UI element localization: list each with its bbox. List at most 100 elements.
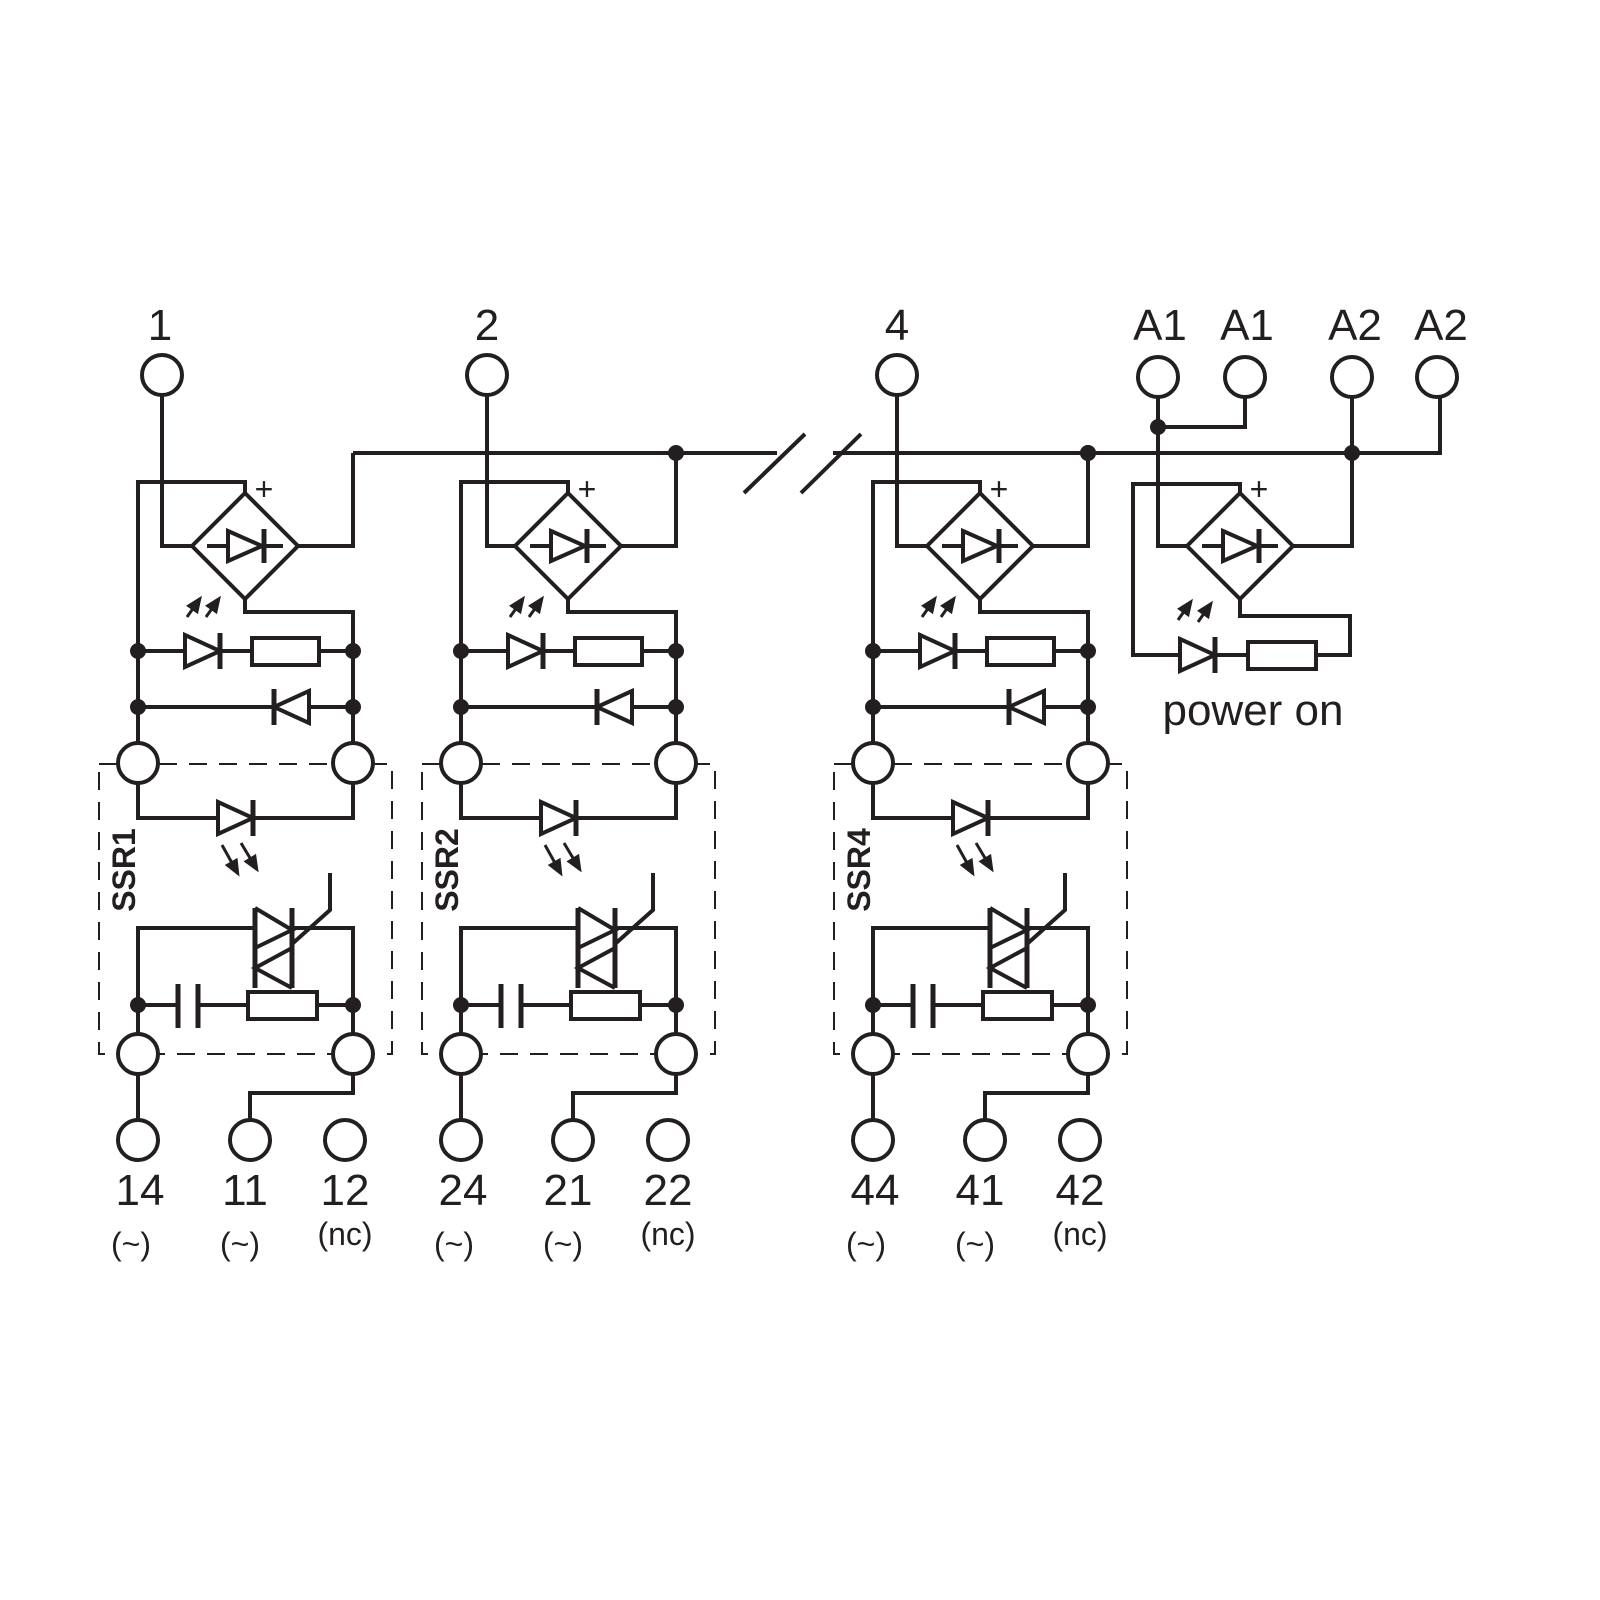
led-icon (918, 631, 960, 671)
terminal-label-44: 44 (851, 1166, 900, 1215)
resistor-icon (1246, 640, 1318, 671)
junction-dot (668, 643, 684, 659)
arrow-head-icon (243, 853, 259, 873)
arrow-head-icon (978, 853, 994, 873)
wire (621, 453, 678, 548)
terminal-label-21: 21 (544, 1166, 593, 1215)
junction-dot (345, 699, 361, 715)
terminal-icon (1330, 355, 1374, 399)
junction-dot (865, 699, 881, 715)
junction-dot (345, 643, 361, 659)
triac-icon (985, 946, 1028, 990)
terminal-label-11: 11 (222, 1166, 268, 1215)
wire (485, 395, 515, 548)
junction-dot (1344, 445, 1360, 461)
terminal-label-a1: A1 (1133, 301, 1187, 350)
ssr-boundary (421, 763, 716, 1055)
junction-dot (453, 699, 469, 715)
ssr1-label: SSR1 (106, 828, 142, 912)
wire (566, 599, 678, 743)
triac-icon (988, 906, 1032, 950)
terminal-sub-14: (~) (111, 1226, 151, 1262)
terminal-label-a2-2: A2 (1414, 301, 1468, 350)
terminal-icon (1136, 355, 1180, 399)
junction-dot (130, 699, 146, 715)
arrow-head-icon (566, 853, 582, 873)
junction-dot (1080, 445, 1096, 461)
wire (978, 599, 1090, 743)
terminal-icon (1415, 355, 1459, 399)
junction-dot (1080, 699, 1096, 715)
terminal-icon (646, 1118, 690, 1162)
wire (1293, 397, 1354, 548)
terminal-icon (331, 741, 375, 785)
resistor-icon (250, 636, 321, 667)
wire (298, 453, 355, 548)
wire (983, 1074, 1090, 1120)
terminal-label-a1-2: A1 (1220, 301, 1274, 350)
terminal-icon (654, 1032, 698, 1076)
triac-icon (253, 906, 297, 950)
arrow-head-icon (940, 595, 956, 615)
arrow-head-icon (205, 595, 221, 615)
wire (243, 599, 355, 743)
terminal-icon (439, 1032, 483, 1076)
wire (248, 1074, 355, 1120)
arrow-head-icon (186, 595, 202, 615)
terminal-sub-24: (~) (434, 1226, 474, 1262)
junction-dot (345, 997, 361, 1013)
power-on-label: power on (1162, 686, 1343, 735)
power-led-icon (1178, 635, 1220, 675)
triac-icon (576, 906, 620, 950)
terminal-label-22: 22 (644, 1166, 693, 1215)
junction-dot (1080, 997, 1096, 1013)
diode-icon (961, 527, 1002, 565)
break-mark (742, 432, 807, 495)
terminal-icon (331, 1032, 375, 1076)
terminal-label-4: 4 (885, 301, 909, 350)
optocoupler-led-icon (539, 798, 581, 838)
terminal-icon (1066, 741, 1110, 785)
terminal-icon (875, 353, 919, 397)
wire (1156, 397, 1187, 548)
terminal-sub-21: (~) (543, 1226, 583, 1262)
resistor-icon (246, 990, 319, 1021)
arrow-head-icon (528, 595, 544, 615)
triac-gate (1025, 873, 1067, 946)
terminal-icon (439, 1118, 483, 1162)
junction-dot (453, 643, 469, 659)
terminal-label-2: 2 (475, 301, 499, 350)
terminal-icon (228, 1118, 272, 1162)
junction-dot (865, 997, 881, 1013)
terminal-label-41: 41 (956, 1166, 1005, 1215)
terminal-label-24: 24 (439, 1166, 488, 1215)
terminal-icon (465, 353, 509, 397)
arrow-head-icon (224, 857, 240, 877)
terminal-sub-41: (~) (955, 1226, 995, 1262)
resistor-icon (985, 636, 1056, 667)
terminal-label-14: 14 (116, 1166, 165, 1215)
terminal-icon (1066, 1032, 1110, 1076)
diode-icon (549, 527, 590, 565)
terminal-icon (1223, 355, 1267, 399)
wire (571, 1074, 678, 1120)
led-icon (506, 631, 548, 671)
terminal-sub-11: (~) (220, 1226, 260, 1262)
junction-dot (130, 643, 146, 659)
wire (895, 395, 927, 548)
led-icon (183, 631, 225, 671)
wires (98, 353, 1459, 1162)
ssr4-label: SSR4 (841, 828, 877, 912)
junction-dot (865, 643, 881, 659)
ssr2-label: SSR2 (429, 828, 465, 912)
plus-sign: + (990, 471, 1009, 507)
diode-icon (1221, 527, 1262, 565)
resistor-icon (573, 636, 644, 667)
terminal-icon (116, 741, 160, 785)
triac-gate (613, 873, 655, 946)
ssr-boundary (833, 763, 1128, 1055)
terminal-icon (654, 741, 698, 785)
arrow-head-icon (959, 857, 975, 877)
